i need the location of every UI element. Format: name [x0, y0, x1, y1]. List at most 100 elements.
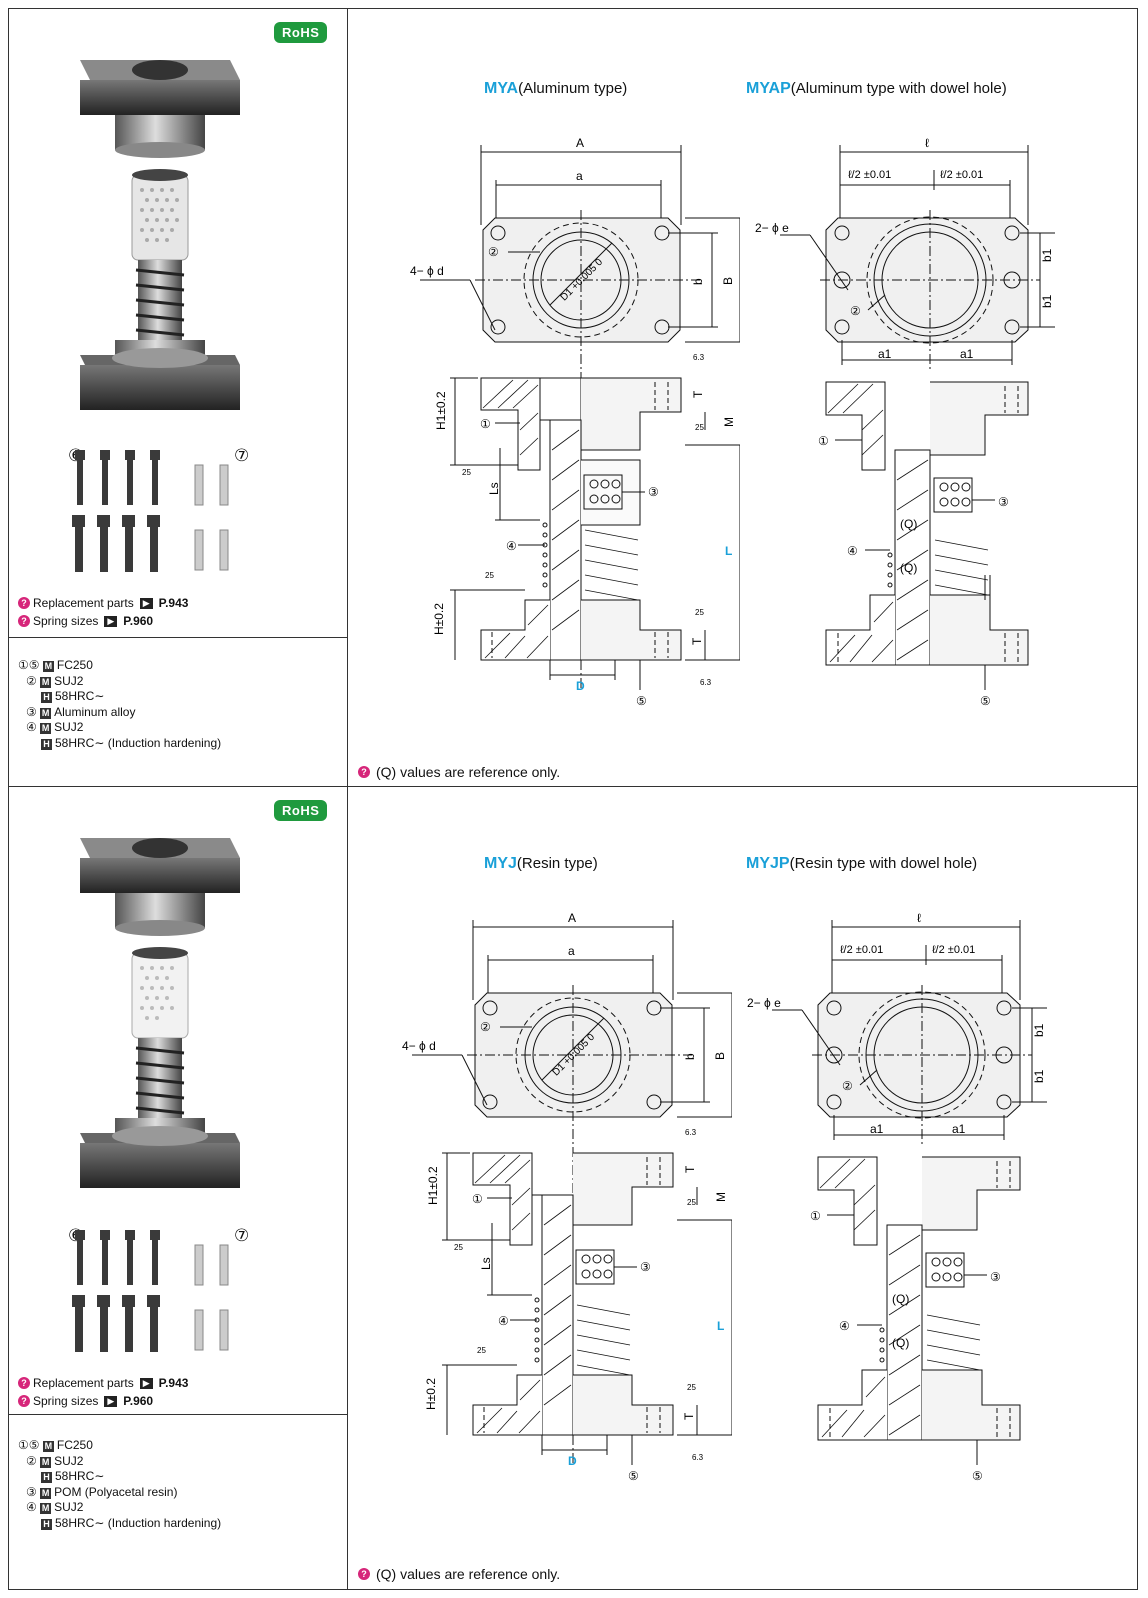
dim-hole-d: 4− ϕ d — [402, 1039, 436, 1053]
section-divider — [8, 786, 1138, 787]
catalog-ref-icon: ▶ — [139, 597, 153, 609]
callout-5: ⑤ — [980, 694, 991, 708]
dim-half-ell-left: ℓ/2 ±0.01 — [848, 169, 891, 181]
dim-a1-right: a1 — [960, 347, 974, 361]
dim-b1-top: b1 — [1040, 248, 1054, 262]
catalog-ref-icon: ▶ — [139, 1377, 153, 1389]
replacement-parts-note[interactable]: ?Replacement parts▶P.943 — [18, 1376, 188, 1390]
column-divider — [347, 8, 348, 1590]
drawing-myap: ℓ ℓ/2 ±0.01 ℓ/2 ±0.01 b1 b1 a1 a1 2− ϕ e… — [755, 136, 1055, 708]
dim-A: A — [568, 911, 576, 925]
q-note-2: ?(Q) values are reference only. — [358, 1566, 560, 1582]
callout-3: ③ — [990, 1270, 1001, 1284]
finish-25-a: 25 — [687, 1198, 696, 1207]
dim-L: L — [717, 1319, 724, 1333]
finish-25-d: 25 — [687, 1383, 696, 1392]
dim-half-ell-left: ℓ/2 ±0.01 — [840, 944, 883, 956]
dim-b: b — [683, 1053, 697, 1060]
callout-4: ④ — [847, 544, 858, 558]
finish-63-top: 6.3 — [693, 353, 705, 362]
page-frame — [8, 8, 1138, 1590]
callout-pins: ⑦ — [234, 446, 250, 465]
catalog-ref-icon: ▶ — [104, 615, 118, 627]
finish-25-c: 25 — [485, 571, 494, 580]
bolts-and-pins-photo — [72, 450, 229, 572]
drawing-myjp: ℓ ℓ/2 ±0.01 ℓ/2 ±0.01 b1 b1 a1 a1 2− ϕ e… — [747, 911, 1047, 1483]
dim-T-top: T — [691, 390, 705, 398]
dim-a1-left: a1 — [878, 347, 892, 361]
dim-Q-upper: (Q) — [900, 517, 917, 531]
callout-4: ④ — [839, 1319, 850, 1333]
drawing-myj: A a b B 4− ϕ d ② D1 +0.005 0 H1±0.2 Ls H… — [402, 911, 732, 1483]
dim-a1-left: a1 — [870, 1122, 884, 1136]
callout-1: ① — [472, 1192, 483, 1206]
info-icon: ? — [18, 615, 30, 627]
dim-Ls: Ls — [487, 482, 501, 495]
callout-1: ① — [810, 1209, 821, 1223]
dim-A: A — [576, 136, 584, 150]
dim-L: L — [725, 544, 732, 558]
dim-T-top: T — [683, 1165, 697, 1173]
callout-5: ⑤ — [628, 1469, 639, 1483]
rohs-badge: RoHS — [274, 22, 328, 43]
callout-4: ④ — [498, 1314, 509, 1328]
dim-hole-d: 4− ϕ d — [410, 264, 444, 278]
dim-half-ell-right: ℓ/2 ±0.01 — [940, 169, 983, 181]
dim-B: B — [713, 1052, 727, 1060]
callout-pins: ⑦ — [234, 1226, 250, 1245]
dim-b1-bottom: b1 — [1040, 294, 1054, 308]
product-photo — [80, 60, 240, 410]
spring-sizes-note[interactable]: ?Spring sizes▶P.960 — [18, 1394, 153, 1408]
dim-Q-lower: (Q) — [900, 561, 917, 575]
finish-25-b: 25 — [462, 468, 471, 477]
finish-25-a: 25 — [695, 423, 704, 432]
info-icon: ? — [18, 1395, 30, 1407]
q-note-1: ?(Q) values are reference only. — [358, 764, 560, 780]
dim-hole-e: 2− ϕ e — [755, 221, 789, 235]
callout-2: ② — [842, 1079, 853, 1093]
dim-Q-upper: (Q) — [892, 1292, 909, 1306]
dim-b1-top: b1 — [1032, 1023, 1046, 1037]
materials-divider-2 — [8, 1414, 347, 1415]
dim-half-ell-right: ℓ/2 ±0.01 — [932, 944, 975, 956]
callout-4: ④ — [506, 539, 517, 553]
callout-5: ⑤ — [972, 1469, 983, 1483]
dim-Q-lower: (Q) — [892, 1336, 909, 1350]
callout-3: ③ — [640, 1260, 651, 1274]
callout-2: ② — [488, 245, 499, 259]
finish-25-d: 25 — [695, 608, 704, 617]
info-icon: ? — [18, 597, 30, 609]
catalog-ref-icon: ▶ — [104, 1395, 118, 1407]
dim-D: D — [568, 1454, 577, 1468]
finish-25-c: 25 — [477, 1346, 486, 1355]
dim-M: M — [714, 1192, 728, 1202]
callout-3: ③ — [648, 485, 659, 499]
dim-D: D — [576, 679, 585, 693]
dim-T-bottom: T — [690, 637, 704, 645]
info-icon: ? — [358, 1568, 370, 1580]
dim-a: a — [568, 944, 575, 958]
dim-b1-bottom: b1 — [1032, 1069, 1046, 1083]
dim-a1-right: a1 — [952, 1122, 966, 1136]
drawing-mya: A a b B 4− ϕ d ② D1 +0.005 0 H1±0.2 Ls H… — [410, 136, 740, 708]
product-photo — [80, 838, 240, 1188]
finish-63-bottom: 6.3 — [700, 678, 712, 687]
replacement-parts-note[interactable]: ?Replacement parts▶P.943 — [18, 596, 188, 610]
spring-sizes-note[interactable]: ?Spring sizes▶P.960 — [18, 614, 153, 628]
dim-H1: H1±0.2 — [426, 1166, 440, 1205]
finish-63-top: 6.3 — [685, 1128, 697, 1137]
title-right-2: MYJP(Resin type with dowel hole) — [746, 855, 978, 872]
callout-2: ② — [850, 304, 861, 318]
materials-divider-1 — [8, 637, 347, 638]
